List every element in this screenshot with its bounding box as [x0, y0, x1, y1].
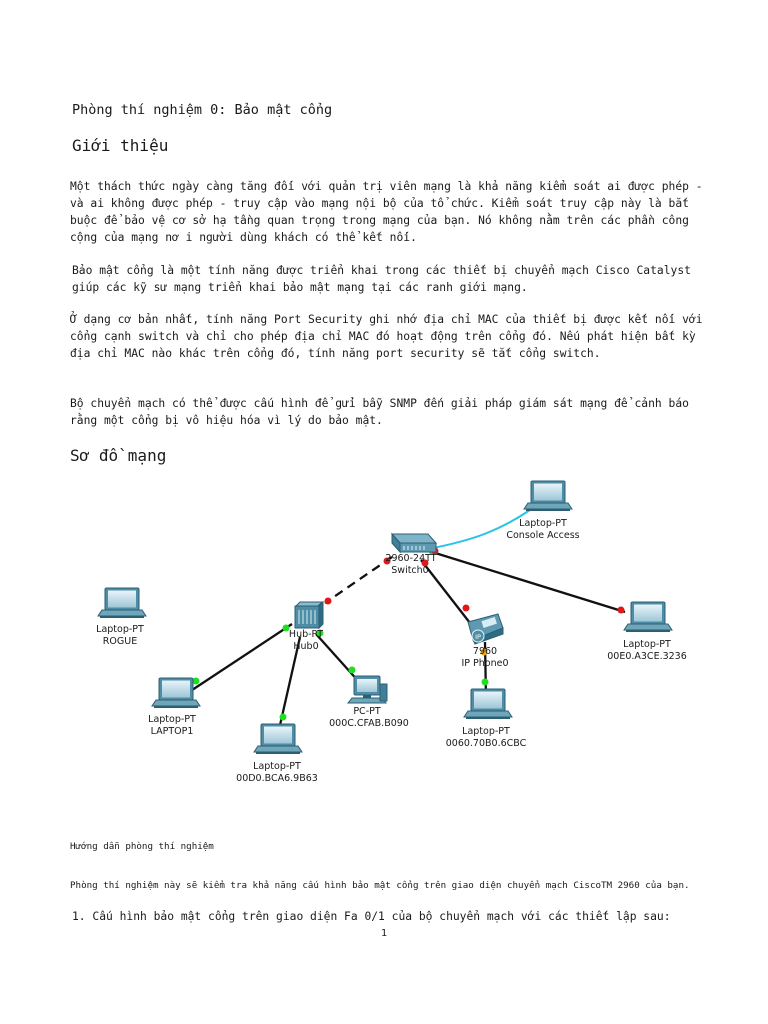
switch-phone-link [420, 559, 471, 624]
laptop-phone-name: 0060.70B0.6CBC [446, 738, 527, 749]
hub-pc-link [315, 633, 361, 684]
text-line: buộc để bảo vệ cơ sở hạ tầng quan trọng … [70, 214, 689, 227]
ip-phone-name-label: IP Phone0 [461, 658, 508, 669]
laptop-phone[interactable]: Laptop-PT 0060.70B0.6CBC [446, 688, 527, 749]
switch-model-label: 2960-24TT [385, 553, 436, 564]
console-laptop-name: Console Access [506, 530, 579, 541]
network-diagram: 2960-24TT Switch0 Hub-PT Hub0 Laptop-PT … [96, 480, 687, 784]
text-line: Một thách thức ngày càng tăng đối với qu… [70, 180, 703, 193]
intro-heading: Giới thiệu [72, 136, 169, 155]
switch-hub-link [324, 556, 393, 604]
text-line: giúp các kỹ sư mạng triển khai bảo mật m… [72, 281, 528, 294]
laptop1[interactable]: Laptop-PT LAPTOP1 [148, 677, 201, 737]
step-1: 1. Cấu hình bảo mật cổng trên giao diện … [72, 910, 671, 923]
laptop-hub-model: Laptop-PT [253, 761, 301, 772]
text-line: cổng cạnh switch và chỉ cho phép địa chỉ… [70, 330, 696, 343]
page-number: 1 [381, 928, 388, 939]
hub-name-label: Hub0 [293, 641, 318, 652]
ip-phone-model-label: 7960 [473, 646, 497, 657]
text-line: Bảo mật cổng là một tính năng được triển… [72, 264, 691, 277]
text-line: địa chỉ MAC nào khác trên cổng đó, tính … [70, 347, 601, 360]
laptop-hub-name: 00D0.BCA6.9B63 [236, 773, 318, 784]
text-line: và ai không được phép - truy cập vào mạn… [70, 197, 689, 210]
guide-text: Phòng thí nghiệm này sẽ kiểm tra khả năn… [70, 880, 690, 891]
laptop-right[interactable]: Laptop-PT 00E0.A3CE.3236 [607, 601, 687, 662]
console-laptop[interactable]: Laptop-PT Console Access [506, 480, 580, 541]
text-line: Ở dạng cơ bản nhất, tính năng Port Secur… [70, 313, 703, 326]
laptop-right-name: 00E0.A3CE.3236 [607, 651, 687, 662]
guide-heading: Hướng dẫn phòng thí nghiệm [70, 841, 214, 852]
rogue-laptop[interactable]: Laptop-PT ROGUE [96, 587, 147, 647]
intro-paragraph-3: Ở dạng cơ bản nhất, tính năng Port Secur… [70, 311, 703, 362]
hub-laptop1-link [179, 623, 293, 699]
pc-name-label: 000C.CFAB.B090 [329, 718, 409, 729]
pc-model-label: PC-PT [353, 706, 381, 717]
ip-phone-device[interactable]: IP 7960 IP Phone0 [461, 613, 509, 669]
laptop1-name: LAPTOP1 [151, 726, 194, 737]
console-laptop-model: Laptop-PT [519, 518, 567, 529]
lab-title: Phòng thí nghiệm 0: Bảo mật cổng [72, 102, 333, 118]
pc-device[interactable]: PC-PT 000C.CFAB.B090 [329, 675, 409, 729]
switch-device[interactable]: 2960-24TT Switch0 [385, 532, 438, 576]
text-line: cộng của mạng nơ i người dùng khách có t… [70, 231, 417, 244]
intro-paragraph-4: Bộ chuyển mạch có thể được cấu hình để g… [70, 395, 689, 429]
laptop1-model: Laptop-PT [148, 714, 196, 725]
port-indicators [192, 547, 625, 721]
diagram-heading: Sơ đồ mạng [70, 446, 167, 465]
hub-device[interactable]: Hub-PT Hub0 [289, 600, 324, 652]
intro-paragraph-2: Bảo mật cổng là một tính năng được triển… [72, 262, 691, 296]
text-line: rằng một cổng bị vô hiệu hóa vì lý do bả… [70, 414, 383, 427]
intro-paragraph-1: Một thách thức ngày càng tăng đối với qu… [70, 178, 703, 246]
laptop-hub[interactable]: Laptop-PT 00D0.BCA6.9B63 [236, 723, 318, 784]
laptop-right-model: Laptop-PT [623, 639, 671, 650]
switch-name-label: Switch0 [391, 565, 428, 576]
laptop-phone-model: Laptop-PT [462, 726, 510, 737]
console-link [427, 509, 531, 550]
switch-laptop-right-link [431, 550, 626, 614]
hub-model-label: Hub-PT [289, 629, 323, 640]
rogue-laptop-name: ROGUE [103, 636, 137, 647]
rogue-laptop-model: Laptop-PT [96, 624, 144, 635]
text-line: Bộ chuyển mạch có thể được cấu hình để g… [70, 397, 689, 410]
ip-icon: IP [475, 633, 481, 641]
